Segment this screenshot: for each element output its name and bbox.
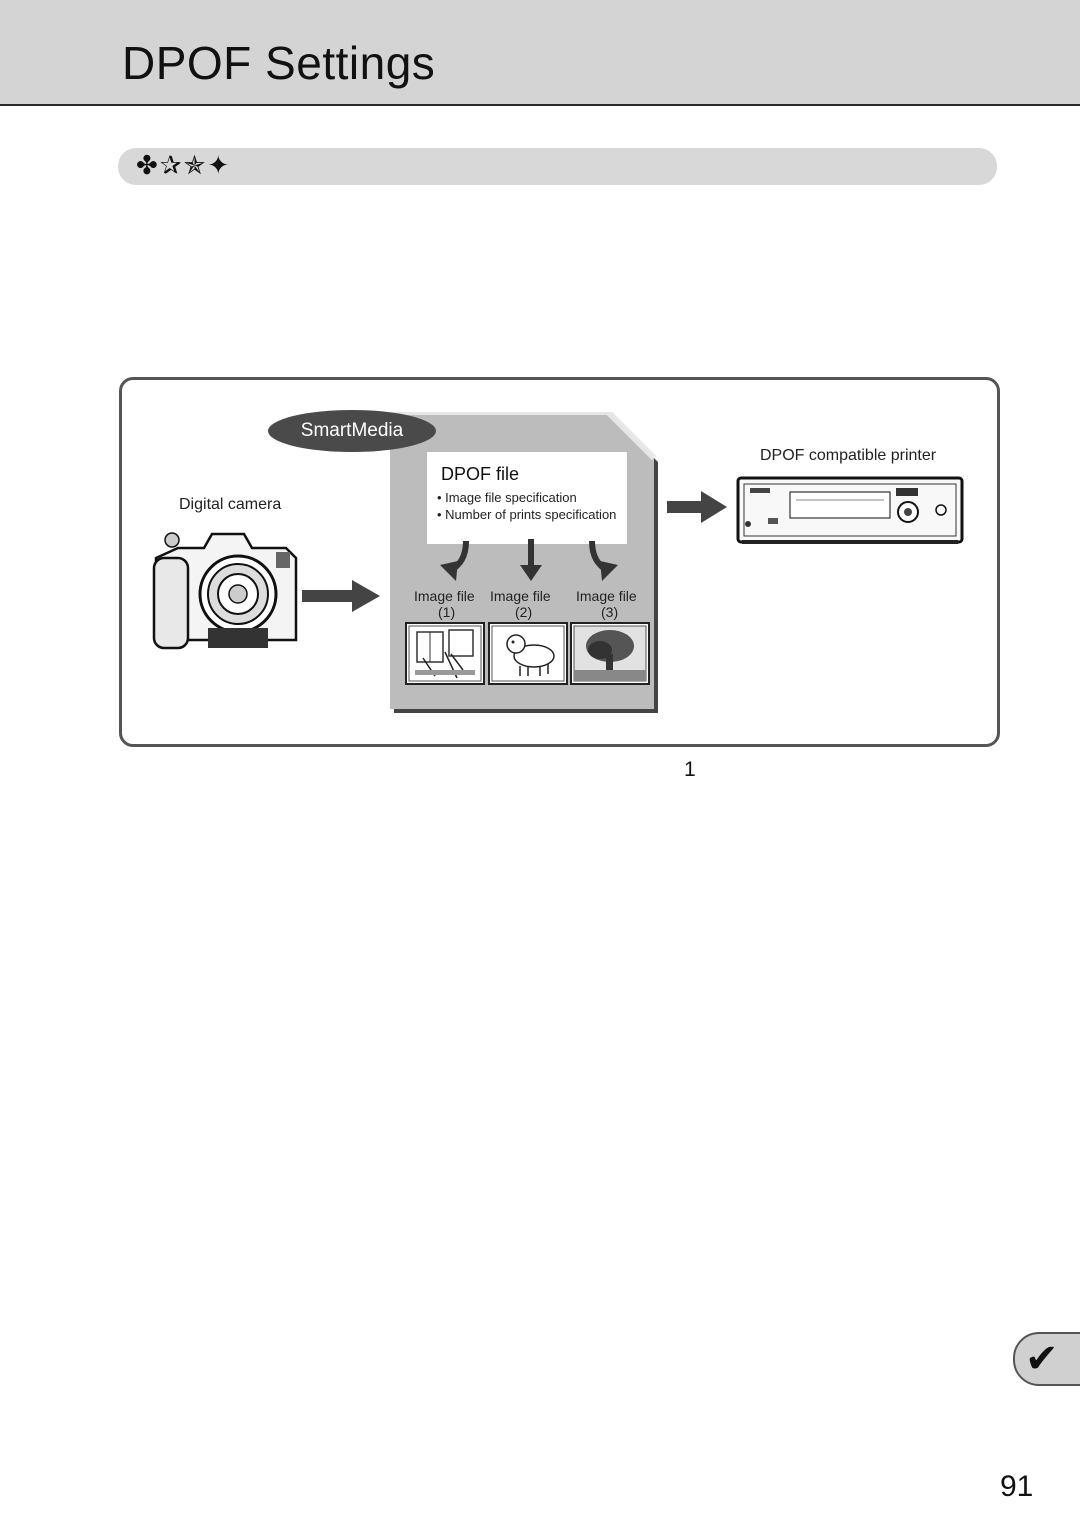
checkmark-icon: ✔ [1025, 1336, 1059, 1382]
digital-camera-label: Digital camera [179, 496, 282, 513]
image-file-2-number: (2) [515, 604, 533, 620]
dpof-bullet-prints-spec: • Number of prints specification [437, 507, 617, 522]
image-file-3-label: Image file [576, 588, 637, 604]
page-title: DPOF Settings [122, 37, 436, 89]
printer-icon [736, 476, 964, 544]
camera-to-card-arrow-icon [302, 580, 380, 612]
dpof-file-box: DPOF file • Image file specification • N… [427, 452, 627, 544]
room-scene-icon [405, 622, 485, 685]
tree-icon [570, 622, 650, 685]
dpof-printer-label: DPOF compatible printer [760, 447, 937, 464]
figure-caption: 1 [684, 758, 696, 781]
image-file-2-label: Image file [490, 588, 551, 604]
dpof-arrows-icon [440, 539, 618, 581]
image-file-1-label: Image file [414, 588, 475, 604]
dpof-file-title: DPOF file [441, 464, 520, 484]
page-header: DPOF Settings [0, 0, 1080, 106]
digital-camera-icon [152, 532, 298, 650]
image-file-3-number: (3) [601, 604, 619, 620]
section-heading-bar: ✤✰✯✦ [118, 148, 997, 185]
dpof-diagram: SmartMedia DPOF file • Image file specif… [119, 377, 1000, 747]
section-symbol-icons: ✤✰✯✦ [136, 151, 232, 181]
smartmedia-label: SmartMedia [268, 410, 436, 452]
dog-icon [488, 622, 568, 685]
dpof-bullet-image-spec: • Image file specification [437, 490, 577, 505]
image-file-1-number: (1) [438, 604, 456, 620]
card-to-printer-arrow-icon [667, 491, 727, 523]
side-tab: ✔ [1013, 1332, 1080, 1386]
page-number: 91 [1000, 1470, 1034, 1503]
